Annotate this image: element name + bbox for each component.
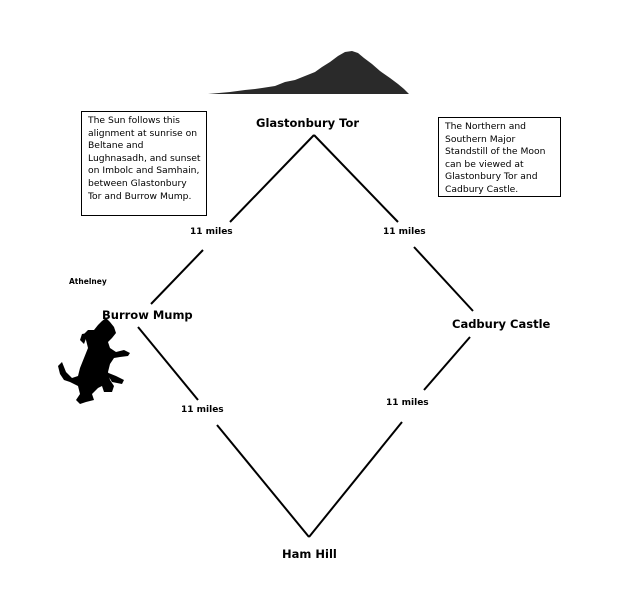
hill-silhouette-icon xyxy=(208,51,409,94)
place-label-cadbury-castle: Cadbury Castle xyxy=(452,317,551,331)
place-label-glastonbury-tor: Glastonbury Tor xyxy=(256,116,360,130)
place-label-ham-hill: Ham Hill xyxy=(282,547,337,561)
note-box-sun-alignment: The Sun follows this alignment at sunris… xyxy=(81,111,207,216)
leaping-animal-silhouette-icon xyxy=(58,318,130,404)
line-tor-to-mump-upper xyxy=(229,134,315,223)
line-cadbury-to-ham-lower xyxy=(308,421,403,538)
line-tor-to-cadbury-upper xyxy=(313,134,399,223)
line-cadbury-to-ham-upper xyxy=(423,336,471,391)
line-tor-to-mump-lower xyxy=(150,249,204,305)
note-box-moon-standstill: The Northern and Southern Major Standsti… xyxy=(438,117,561,197)
distance-label-tor-mump: 11 miles xyxy=(190,227,233,237)
line-mump-to-ham-upper xyxy=(137,326,199,401)
distance-label-mump-ham: 11 miles xyxy=(181,405,224,415)
line-tor-to-cadbury-lower xyxy=(413,246,474,312)
place-label-burrow-mump: Burrow Mump xyxy=(102,308,193,322)
distance-label-cadbury-ham: 11 miles xyxy=(386,398,429,408)
place-label-athelney: Athelney xyxy=(69,277,107,286)
line-mump-to-ham-lower xyxy=(216,424,310,538)
distance-label-tor-cadbury: 11 miles xyxy=(383,227,426,237)
